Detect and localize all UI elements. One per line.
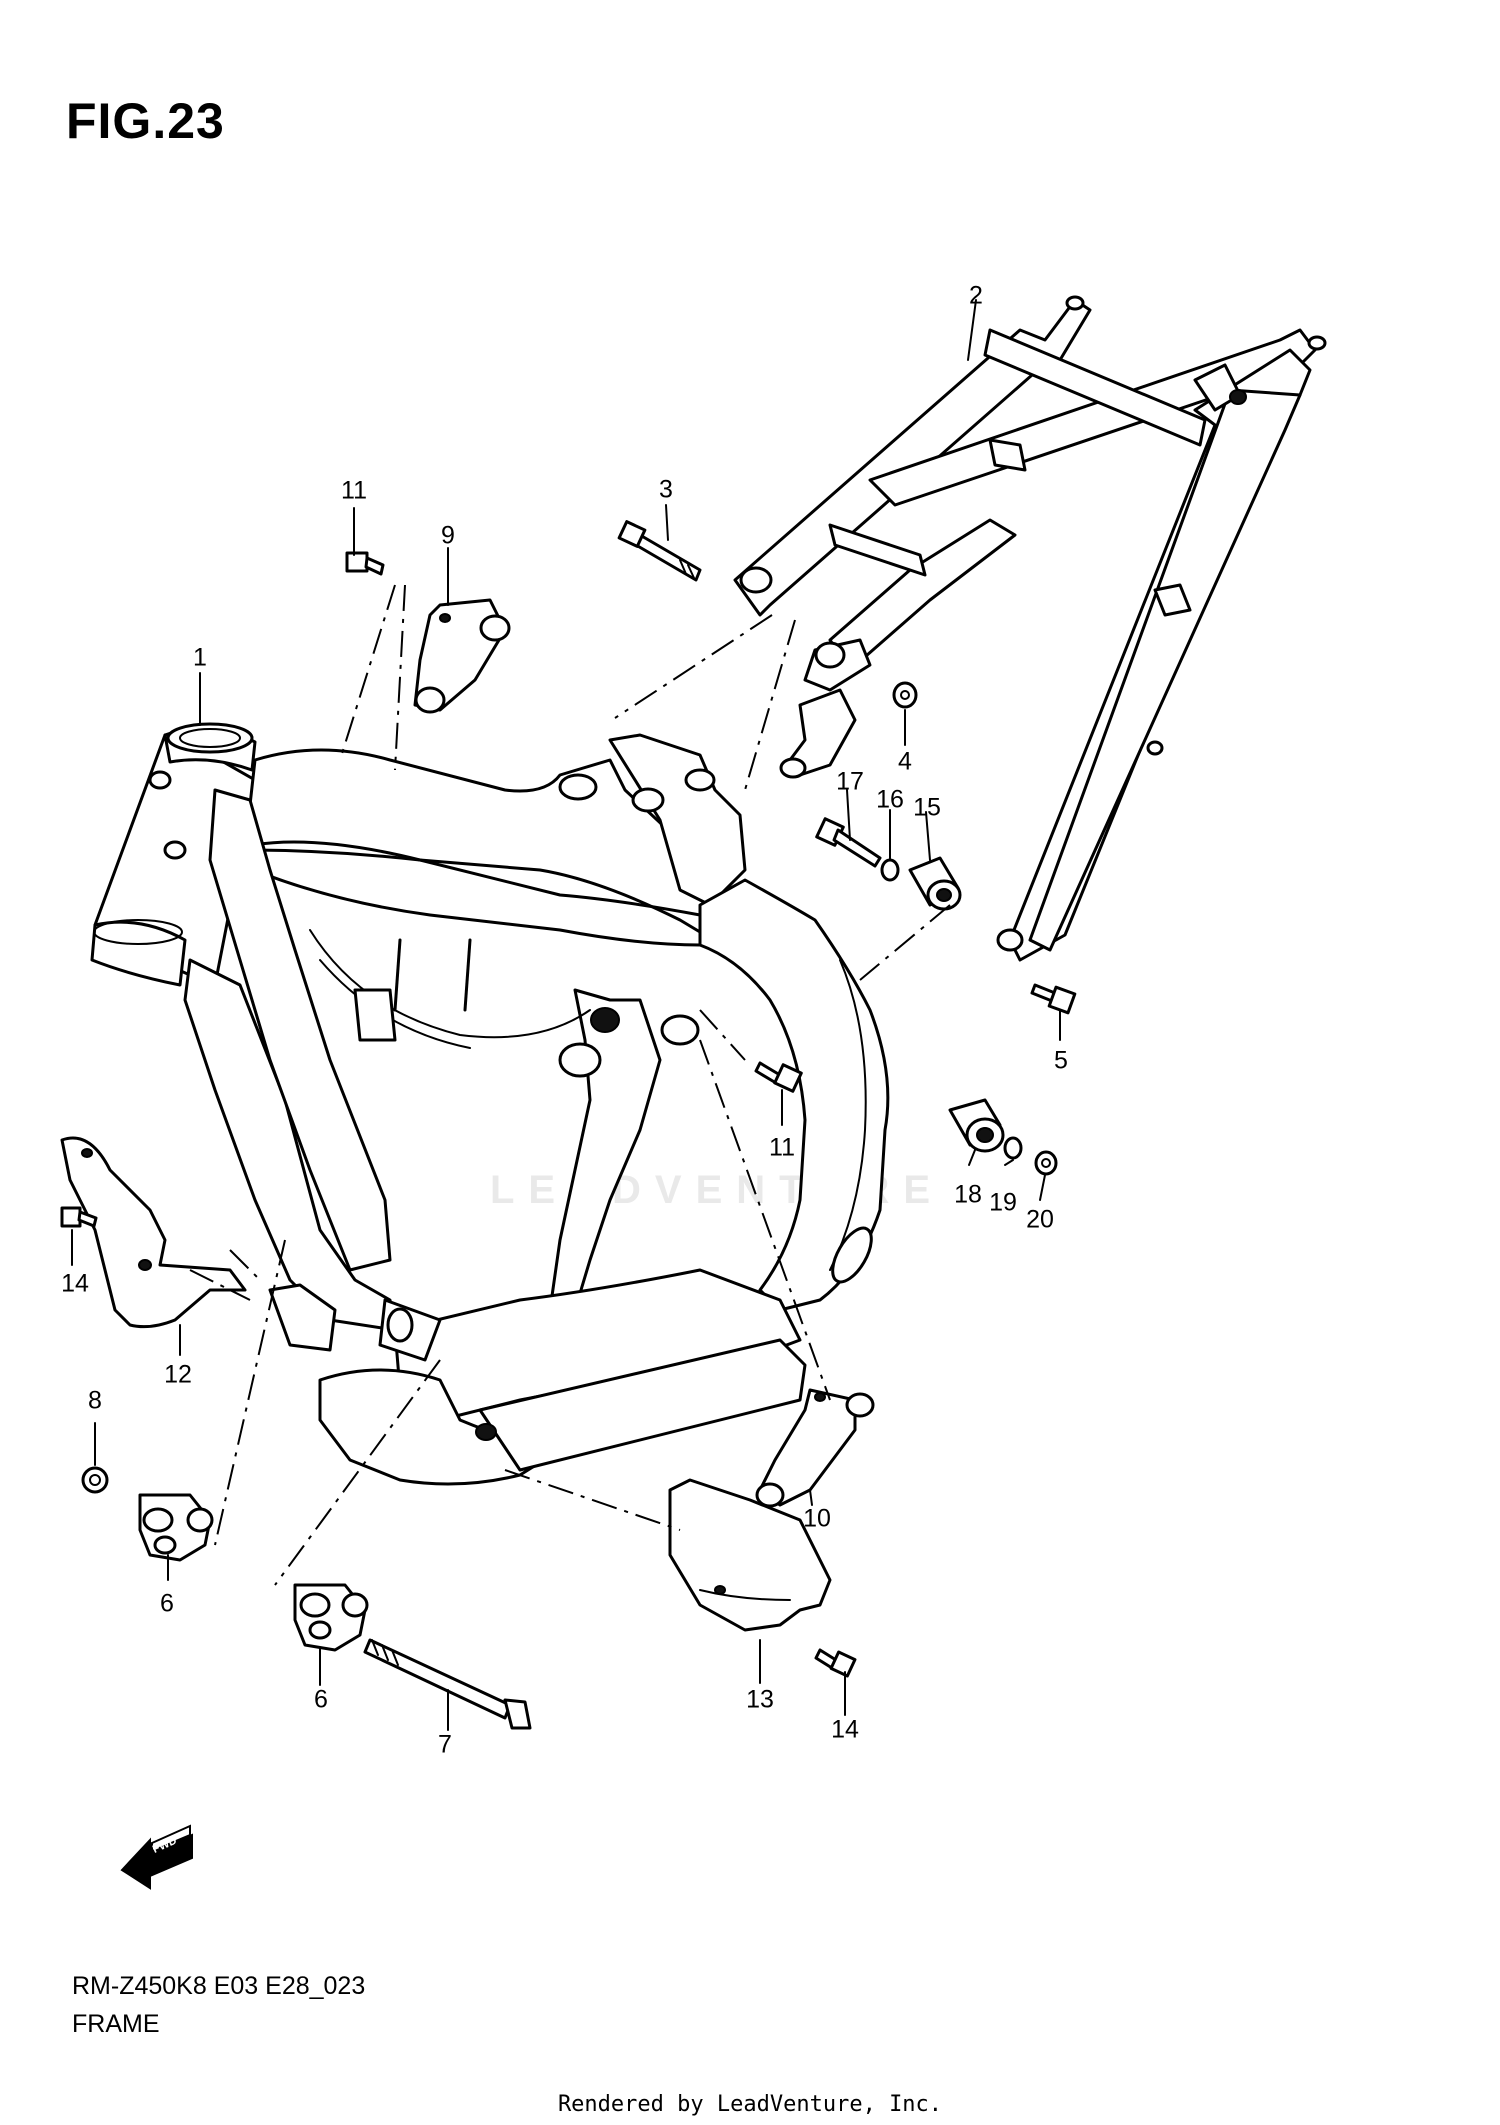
callout-13: 13: [746, 1685, 774, 1714]
frame-guard-13: [668, 1478, 832, 1632]
washer-19: [1003, 1136, 1023, 1160]
assembly-lines: [189, 584, 951, 1586]
callout-2: 2: [969, 281, 983, 310]
callout-19: 19: [989, 1188, 1017, 1217]
callout-16: 16: [876, 785, 904, 814]
leader-lines: [71, 299, 1061, 1731]
main-frame: [90, 722, 890, 1486]
section-name: FRAME: [72, 2010, 160, 2038]
callout-7: 7: [438, 1730, 452, 1759]
callout-6-lower: 6: [314, 1685, 328, 1714]
bolt-3: [617, 520, 702, 582]
callout-8: 8: [88, 1386, 102, 1415]
bushing-15: [908, 856, 962, 911]
callout-14-right: 14: [831, 1715, 859, 1744]
engine-mount-bracket-10: [755, 1388, 875, 1508]
bushing-18: [948, 1098, 1005, 1153]
rear-subframe: [733, 295, 1327, 962]
bolt-11-upper: [345, 551, 385, 576]
figure-title: FIG.23: [66, 93, 225, 149]
fwd-arrow-icon: FWD: [120, 1824, 193, 1890]
callout-1: 1: [193, 643, 207, 672]
frame-guard-12: [60, 1136, 247, 1329]
callout-17: 17: [836, 767, 864, 796]
callout-11-upper: 11: [341, 476, 367, 505]
callout-10: 10: [803, 1504, 831, 1533]
callout-9: 9: [441, 521, 455, 550]
bolt-14-left: [60, 1206, 98, 1228]
model-code: RM-Z450K8 E03 E28_023: [72, 1972, 366, 2000]
callout-18: 18: [954, 1180, 982, 1209]
callout-11-right: 11: [769, 1133, 795, 1162]
callout-6-upper: 6: [160, 1589, 174, 1618]
nut-20: [1034, 1150, 1058, 1176]
nut-8: [81, 1466, 109, 1494]
callout-12: 12: [164, 1360, 192, 1389]
footer-credit: Rendered by LeadVenture, Inc.: [557, 2092, 943, 2117]
bolt-14-right: [814, 1648, 857, 1678]
bolt-11-right: [754, 1061, 803, 1093]
bolt-7: [363, 1638, 532, 1730]
callout-5: 5: [1054, 1046, 1068, 1075]
washer-16: [880, 858, 900, 882]
bolt-5: [1030, 983, 1077, 1015]
callout-3: 3: [659, 475, 673, 504]
mount-block-6-lower: [293, 1583, 369, 1652]
callout-20: 20: [1026, 1205, 1054, 1234]
mount-block-6-upper: [138, 1493, 214, 1562]
callout-4: 4: [898, 747, 912, 776]
callout-14-left: 14: [61, 1269, 89, 1298]
engine-mount-bracket-9: [413, 598, 511, 714]
callout-15: 15: [913, 793, 941, 822]
bolt-17: [815, 817, 882, 868]
nut-4: [892, 681, 918, 709]
